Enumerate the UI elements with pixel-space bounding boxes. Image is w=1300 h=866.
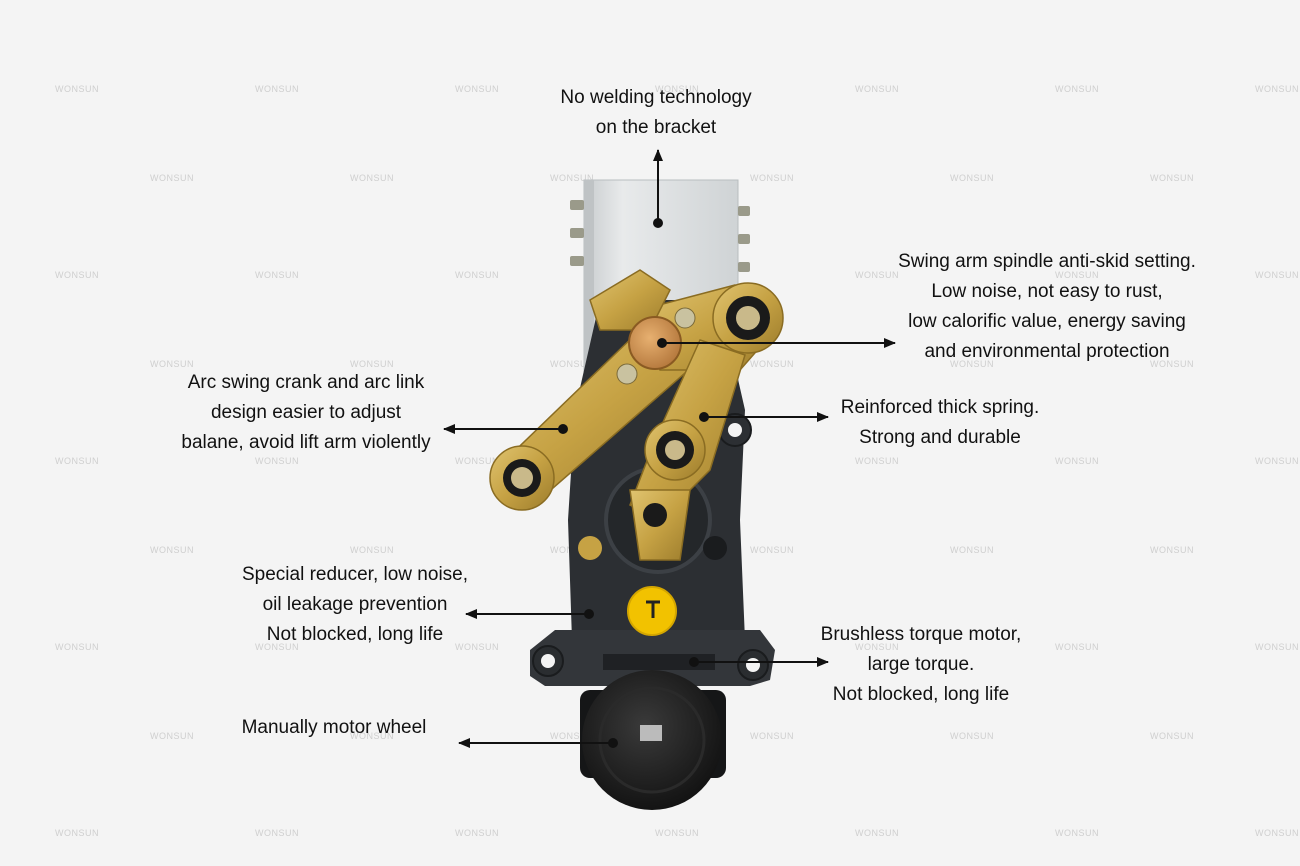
watermark-text: WONSUN	[255, 84, 299, 94]
manual-motor-wheel	[580, 670, 726, 810]
watermark-text: WONSUN	[255, 642, 299, 652]
watermark-text: WONSUN	[55, 642, 99, 652]
callout-pointers	[443, 149, 896, 748]
watermark-text: WONSUN	[855, 456, 899, 466]
watermark-text: WONSUN	[455, 456, 499, 466]
watermark-text: WONSUN	[950, 173, 994, 183]
watermark-text: WONSUN	[150, 545, 194, 555]
watermark-text: WONSUN	[1150, 731, 1194, 741]
watermark-text: WONSUN	[150, 359, 194, 369]
watermark-text: WONSUN	[750, 359, 794, 369]
watermark-text: WONSUN	[350, 359, 394, 369]
callout-spindle-line-1: Swing arm spindle anti-skid setting.	[898, 251, 1196, 272]
watermark-text: WONSUN	[150, 173, 194, 183]
callout-spring-line-2: Strong and durable	[859, 427, 1021, 448]
callout-spindle-line-3: low calorific value, energy saving	[908, 311, 1186, 332]
callout-motor-line-3: Not blocked, long life	[832, 684, 1010, 705]
watermark-text: WONSUN	[950, 359, 994, 369]
watermark-text: WONSUN	[1150, 173, 1194, 183]
watermark-text: WONSUN	[855, 828, 899, 838]
brass-linkage	[489, 269, 784, 561]
watermark-text: WONSUN	[950, 545, 994, 555]
watermark-text: WONSUN	[55, 84, 99, 94]
watermark-text: WONSUN	[1150, 359, 1194, 369]
motor-flange	[530, 630, 775, 686]
callout-crank-line-1: Arc swing crank and arc link	[187, 372, 425, 393]
watermark-text: WONSUN	[750, 731, 794, 741]
watermark-text: WONSUN	[655, 828, 699, 838]
watermark-text: WONSUN	[455, 828, 499, 838]
callout-motor: Brushless torque motor, large torque. No…	[821, 620, 1022, 710]
watermark-text: WONSUN	[550, 359, 594, 369]
watermark-text: WONSUN	[950, 731, 994, 741]
watermark-text: WONSUN	[455, 642, 499, 652]
callout-wheel-line-1: Manually motor wheel	[241, 717, 427, 738]
watermark-text: WONSUN	[750, 545, 794, 555]
callout-crank: Arc swing crank and arc link design easi…	[181, 368, 430, 458]
watermark-text: WONSUN	[1255, 828, 1299, 838]
watermark-text: WONSUN	[855, 84, 899, 94]
callout-reducer-line-3: Not blocked, long life	[266, 624, 444, 645]
callout-wheel: Manually motor wheel	[242, 713, 427, 743]
watermark-text: WONSUN	[750, 173, 794, 183]
watermark-text: WONSUN	[1055, 84, 1099, 94]
callout-reducer-line-1: Special reducer, low noise,	[241, 564, 469, 585]
watermark-text: WONSUN	[550, 173, 594, 183]
watermark-text: WONSUN	[55, 270, 99, 280]
callout-spring: Reinforced thick spring. Strong and dura…	[841, 393, 1040, 453]
watermark-text: WONSUN	[350, 173, 394, 183]
watermark-text: WONSUN	[255, 270, 299, 280]
callout-motor-line-1: Brushless torque motor,	[820, 624, 1022, 645]
watermark-text: WONSUN	[1055, 828, 1099, 838]
watermark-text: WONSUN	[655, 84, 699, 94]
watermark-text: WONSUN	[255, 828, 299, 838]
watermark-text: WONSUN	[855, 642, 899, 652]
watermark-text: WONSUN	[1055, 456, 1099, 466]
watermark-text: WONSUN	[1055, 642, 1099, 652]
warning-badge	[627, 586, 677, 636]
watermark-text: WONSUN	[855, 270, 899, 280]
watermark-text: WONSUN	[1255, 84, 1299, 94]
watermark-text: WONSUN	[1150, 545, 1194, 555]
watermark-text: WONSUN	[350, 545, 394, 555]
watermark-text: WONSUN	[55, 456, 99, 466]
watermark-text: WONSUN	[1255, 456, 1299, 466]
callout-bracket: No welding technology on the bracket	[560, 83, 751, 143]
callout-spindle-line-4: and environmental protection	[924, 341, 1170, 362]
watermark-text: WONSUN	[550, 731, 594, 741]
callout-bracket-line-2: on the bracket	[595, 117, 717, 138]
watermark-text: WONSUN	[55, 828, 99, 838]
callout-spindle-line-2: Low noise, not easy to rust,	[931, 281, 1163, 302]
callout-spindle: Swing arm spindle anti-skid setting. Low…	[898, 247, 1196, 367]
watermark-text: WONSUN	[455, 270, 499, 280]
callout-motor-line-2: large torque.	[867, 654, 975, 675]
watermark-text: WONSUN	[255, 456, 299, 466]
callout-bracket-line-1: No welding technology	[560, 87, 752, 108]
watermark-text: WONSUN	[455, 84, 499, 94]
callout-reducer-line-2: oil leakage prevention	[262, 594, 448, 615]
callout-crank-line-3: balane, avoid lift arm violently	[181, 432, 431, 453]
watermark-text: WONSUN	[1255, 642, 1299, 652]
watermark-text: WONSUN	[1255, 270, 1299, 280]
watermark-text: WONSUN	[150, 731, 194, 741]
watermark-text: WONSUN	[350, 731, 394, 741]
callout-crank-line-2: design easier to adjust	[210, 402, 402, 423]
callout-spring-line-1: Reinforced thick spring.	[840, 397, 1040, 418]
callout-reducer: Special reducer, low noise, oil leakage …	[242, 560, 468, 650]
watermark-text: WONSUN	[1055, 270, 1099, 280]
